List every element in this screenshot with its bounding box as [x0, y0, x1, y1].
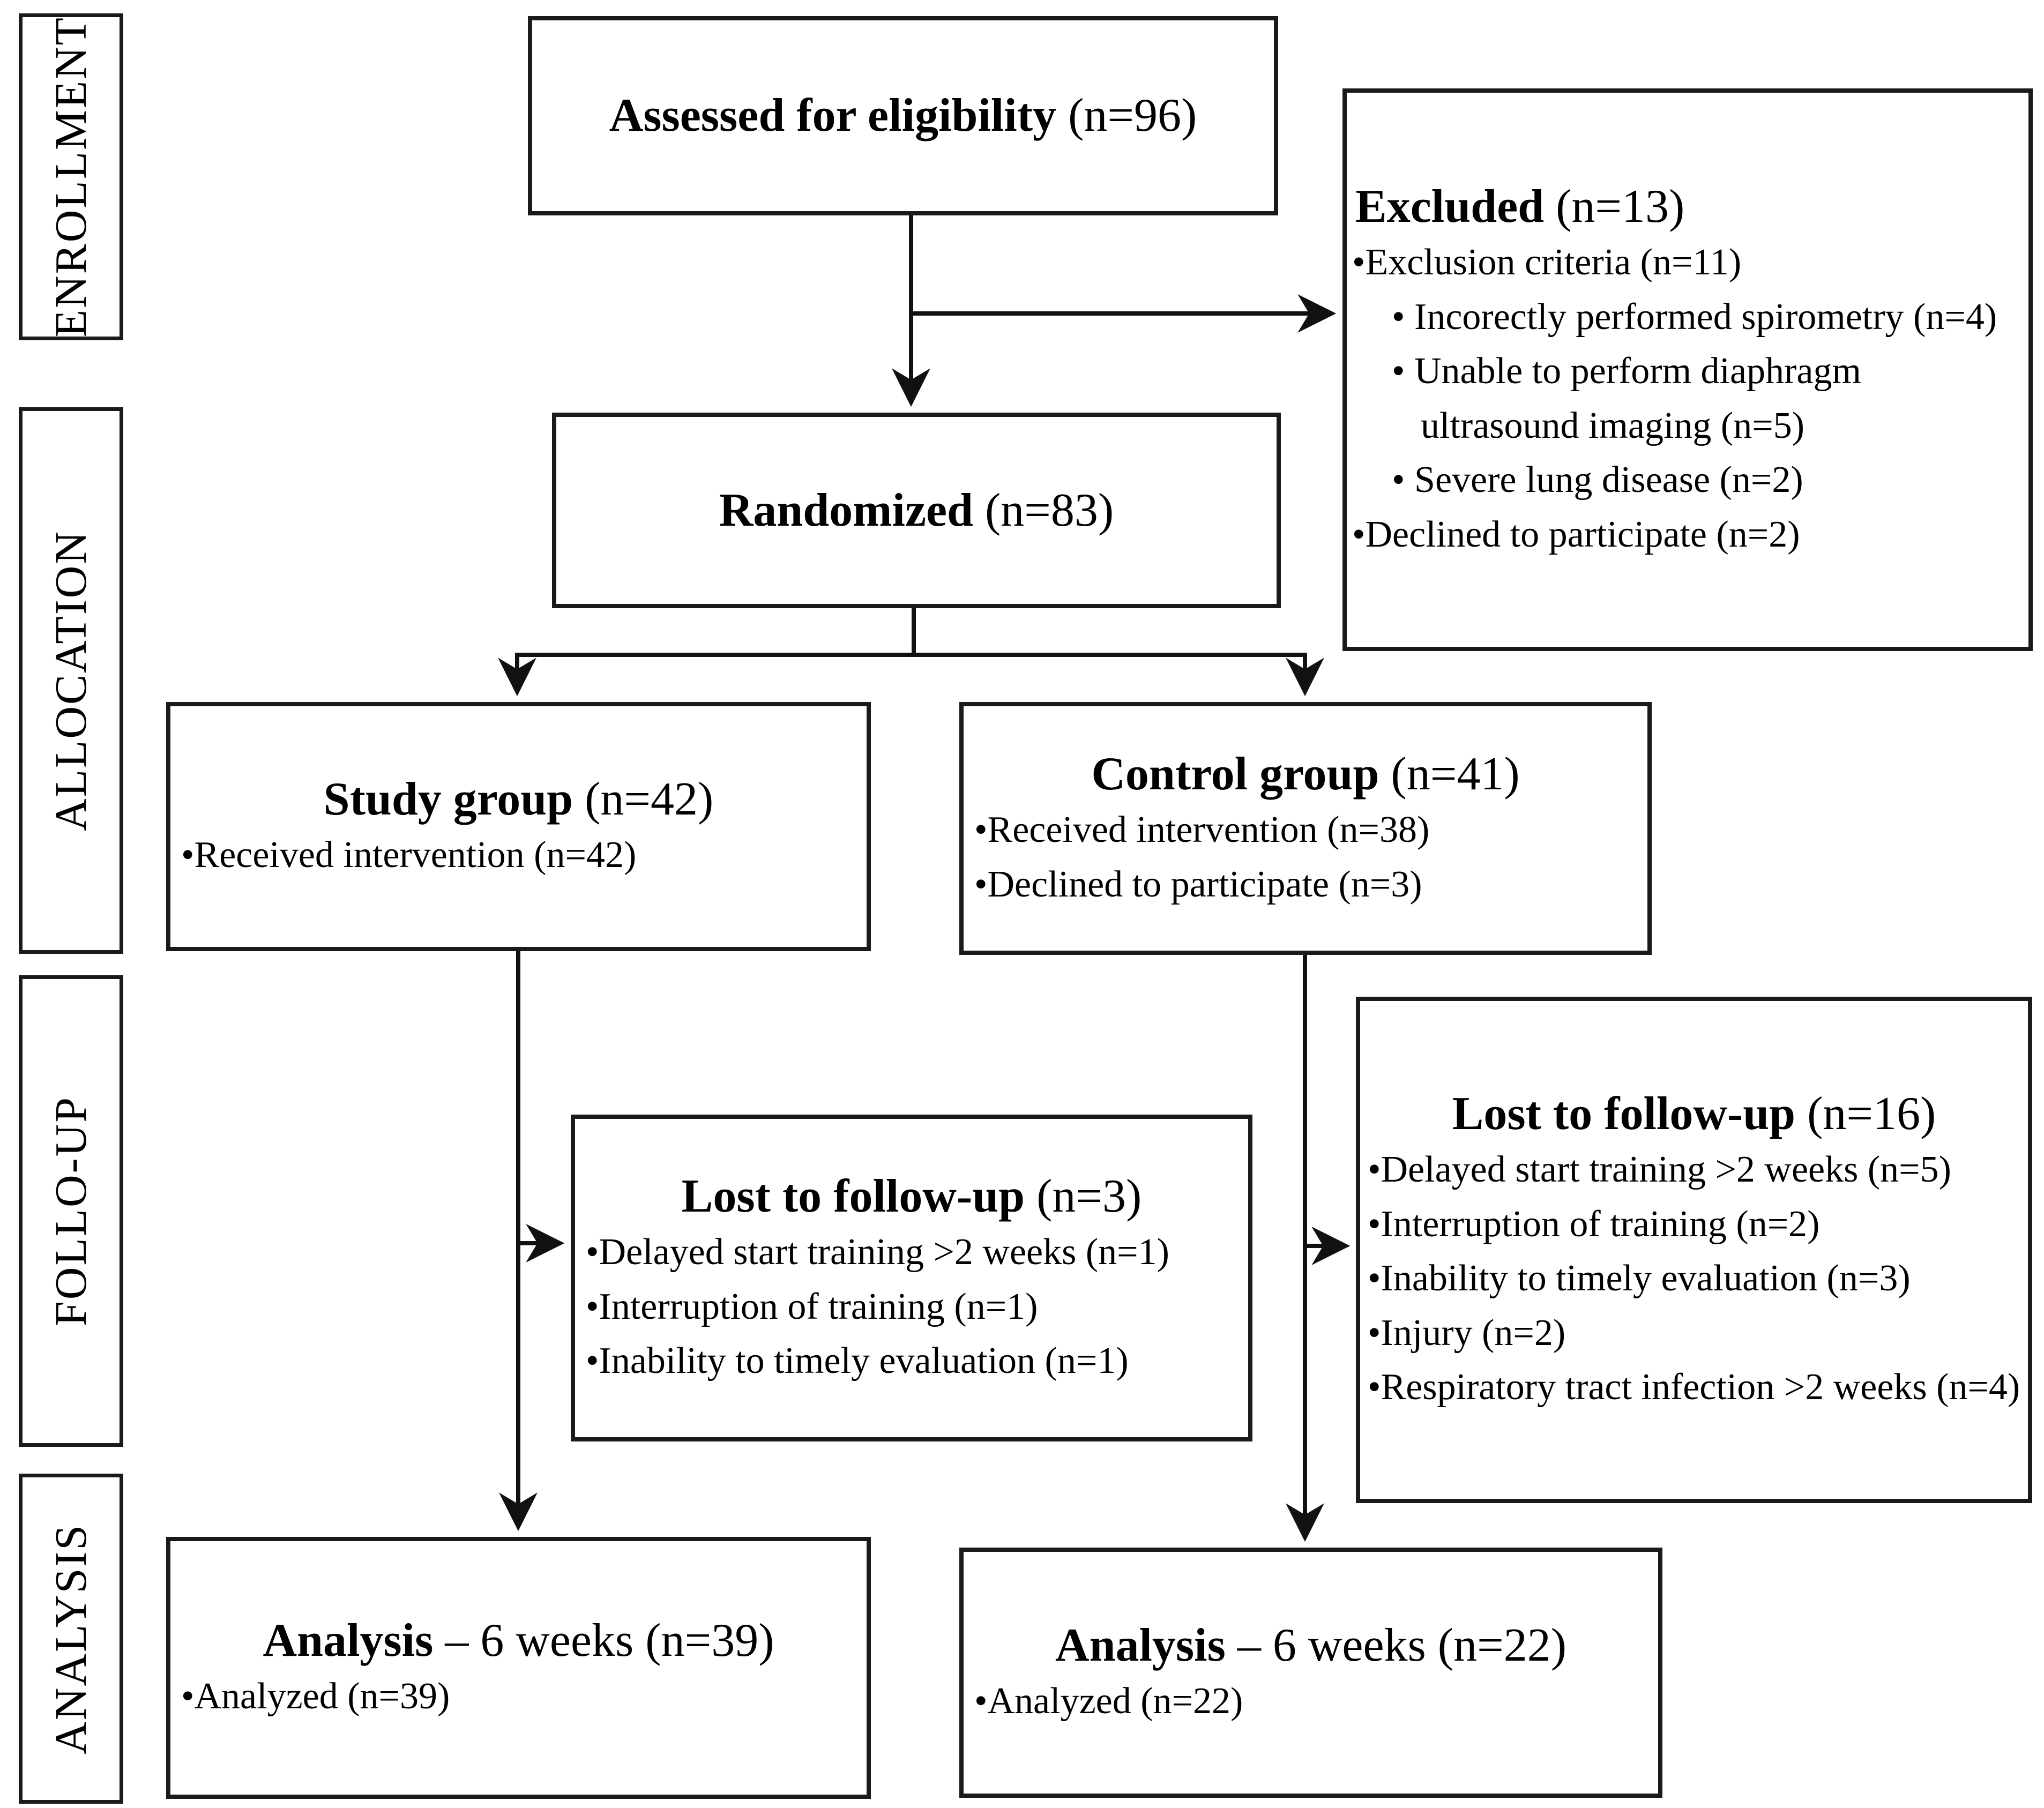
stage-allocation-label: ALLOCATION [46, 530, 96, 831]
box-analysis-control: Analysis – 6 weeks (n=22) •Analyzed (n=2… [959, 1548, 1662, 1798]
box-control-group: Control group (n=41) •Received intervent… [959, 702, 1652, 955]
box-excluded-items: •Exclusion criteria (n=11) • Incorectly … [1347, 235, 2028, 562]
box-analysis-control-title: Analysis – 6 weeks (n=22) [964, 1617, 1658, 1674]
stage-follow-up: FOLLO-UP [19, 975, 123, 1447]
list-item: •Analyzed (n=22) [974, 1680, 1243, 1722]
stage-enrollment-label: ENROLLMENT [46, 16, 96, 338]
list-item: • Severe lung disease (n=2) [1392, 459, 1803, 501]
box-lost-followup-study-title-rest: (n=3) [1025, 1170, 1142, 1223]
list-item: •Received intervention (n=38) [974, 809, 1430, 851]
box-control-group-items: •Received intervention (n=38) •Declined … [964, 803, 1647, 912]
box-analysis-study-items: •Analyzed (n=39) [170, 1669, 867, 1724]
stage-analysis-label: ANALYSIS [46, 1523, 96, 1754]
box-excluded-title-bold: Excluded [1355, 180, 1545, 233]
list-item: •Received intervention (n=42) [181, 834, 637, 876]
list-item: •Declined to participate (n=3) [974, 863, 1422, 905]
box-lost-followup-control-title-bold: Lost to follow-up [1452, 1088, 1796, 1140]
list-item: •Delayed start training >2 weeks (n=5) [1368, 1149, 1951, 1191]
box-lost-followup-control: Lost to follow-up (n=16) •Delayed start … [1356, 997, 2032, 1503]
box-randomized: Randomized (n=83) [552, 413, 1281, 608]
box-randomized-title-rest: (n=83) [973, 484, 1114, 536]
list-item: • Incorectly performed spirometry (n=4) [1392, 296, 1997, 338]
box-lost-followup-control-items: •Delayed start training >2 weeks (n=5) •… [1360, 1142, 2028, 1415]
box-lost-followup-study-items: •Delayed start training >2 weeks (n=1) •… [575, 1225, 1248, 1388]
stage-follow-up-label: FOLLO-UP [46, 1095, 96, 1326]
box-control-group-title-bold: Control group [1091, 748, 1379, 800]
box-analysis-study-title-rest: – 6 weeks (n=39) [433, 1615, 774, 1667]
stage-enrollment: ENROLLMENT [19, 13, 123, 340]
stage-analysis: ANALYSIS [19, 1474, 123, 1804]
list-item: •Declined to participate (n=2) [1352, 513, 1800, 555]
box-excluded-title-rest: (n=13) [1544, 180, 1685, 233]
box-control-group-title: Control group (n=41) [964, 745, 1647, 803]
list-item: •Delayed start training >2 weeks (n=1) [586, 1231, 1169, 1273]
box-control-group-title-rest: (n=41) [1379, 748, 1520, 800]
box-analysis-control-title-bold: Analysis [1055, 1619, 1226, 1672]
box-analysis-study: Analysis – 6 weeks (n=39) •Analyzed (n=3… [166, 1537, 871, 1799]
box-assessed: Assessed for eligibility (n=96) [528, 16, 1278, 215]
box-lost-followup-study: Lost to follow-up (n=3) •Delayed start t… [571, 1115, 1252, 1441]
box-randomized-title-bold: Randomized [719, 484, 973, 536]
box-analysis-study-title: Analysis – 6 weeks (n=39) [170, 1612, 867, 1669]
box-excluded: Excluded (n=13) •Exclusion criteria (n=1… [1342, 88, 2033, 651]
box-assessed-title-rest: (n=96) [1056, 89, 1197, 142]
list-item: •Injury (n=2) [1368, 1312, 1566, 1354]
box-assessed-title: Assessed for eligibility (n=96) [532, 87, 1274, 144]
box-study-group-title-bold: Study group [323, 773, 573, 826]
list-item: • Unable to perform diaphragm ultrasound… [1392, 350, 1861, 446]
box-study-group-items: •Received intervention (n=42) [170, 828, 867, 883]
box-analysis-control-items: •Analyzed (n=22) [964, 1674, 1658, 1729]
box-study-group-title-rest: (n=42) [573, 773, 714, 826]
box-lost-followup-study-title-bold: Lost to follow-up [681, 1170, 1025, 1223]
box-analysis-study-title-bold: Analysis [263, 1615, 434, 1667]
box-assessed-title-bold: Assessed for eligibility [609, 89, 1057, 142]
list-item: •Respiratory tract infection >2 weeks (n… [1368, 1366, 2020, 1408]
list-item: •Interruption of training (n=2) [1368, 1203, 1820, 1245]
list-item: •Inability to timely evaluation (n=3) [1368, 1258, 1911, 1299]
box-study-group-title: Study group (n=42) [170, 771, 867, 828]
list-item: •Inability to timely evaluation (n=1) [586, 1340, 1129, 1382]
box-lost-followup-study-title: Lost to follow-up (n=3) [575, 1168, 1248, 1225]
box-excluded-title: Excluded (n=13) [1347, 178, 2028, 235]
box-study-group: Study group (n=42) •Received interventio… [166, 702, 871, 951]
list-item: •Analyzed (n=39) [181, 1676, 450, 1717]
box-randomized-title: Randomized (n=83) [556, 482, 1277, 539]
box-analysis-control-title-rest: – 6 weeks (n=22) [1225, 1619, 1567, 1672]
box-lost-followup-control-title: Lost to follow-up (n=16) [1360, 1085, 2028, 1142]
list-item: •Exclusion criteria (n=11) [1352, 242, 1742, 283]
stage-allocation: ALLOCATION [19, 407, 123, 954]
list-item: •Interruption of training (n=1) [586, 1286, 1038, 1327]
box-lost-followup-control-title-rest: (n=16) [1795, 1088, 1936, 1140]
